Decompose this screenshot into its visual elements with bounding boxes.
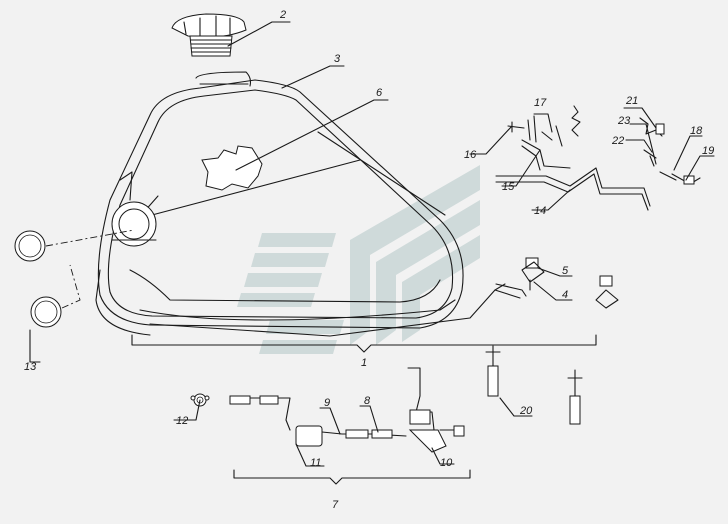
label-8: 8 bbox=[364, 395, 371, 407]
label-4: 4 bbox=[562, 289, 568, 301]
label-17: 17 bbox=[534, 97, 547, 109]
assembly-brackets bbox=[131, 334, 597, 485]
grommets bbox=[14, 229, 135, 328]
label-11: 11 bbox=[310, 457, 321, 469]
label-15: 15 bbox=[502, 181, 515, 193]
leader-lines bbox=[29, 21, 715, 467]
label-23: 23 bbox=[617, 115, 631, 127]
label-5: 5 bbox=[562, 265, 569, 277]
label-18: 18 bbox=[690, 125, 703, 137]
label-plate bbox=[201, 145, 263, 191]
fuel-cap bbox=[171, 13, 247, 57]
clips bbox=[521, 257, 619, 309]
label-6: 6 bbox=[376, 87, 383, 99]
label-13: 13 bbox=[24, 361, 37, 373]
bolts bbox=[485, 345, 583, 425]
label-19: 19 bbox=[702, 145, 714, 157]
watermark-logo bbox=[237, 165, 480, 354]
fuel-line-assembly bbox=[229, 367, 465, 453]
label-21: 21 bbox=[625, 95, 638, 107]
filler-neck bbox=[111, 201, 157, 247]
label-12: 12 bbox=[176, 415, 188, 427]
label-7: 7 bbox=[332, 499, 339, 511]
fuel-tank-body bbox=[95, 71, 527, 337]
label-9: 9 bbox=[324, 397, 330, 409]
label-16: 16 bbox=[464, 149, 477, 161]
label-2: 2 bbox=[279, 9, 286, 21]
label-14: 14 bbox=[534, 205, 546, 217]
label-10: 10 bbox=[440, 457, 453, 469]
label-20: 20 bbox=[519, 405, 533, 417]
label-22: 22 bbox=[611, 135, 624, 147]
part-numbers: 1 2 3 4 5 6 7 8 9 10 11 12 13 14 15 16 1… bbox=[24, 9, 714, 511]
label-1: 1 bbox=[361, 357, 367, 369]
mounting-bracket bbox=[495, 105, 701, 211]
label-3: 3 bbox=[334, 53, 341, 65]
